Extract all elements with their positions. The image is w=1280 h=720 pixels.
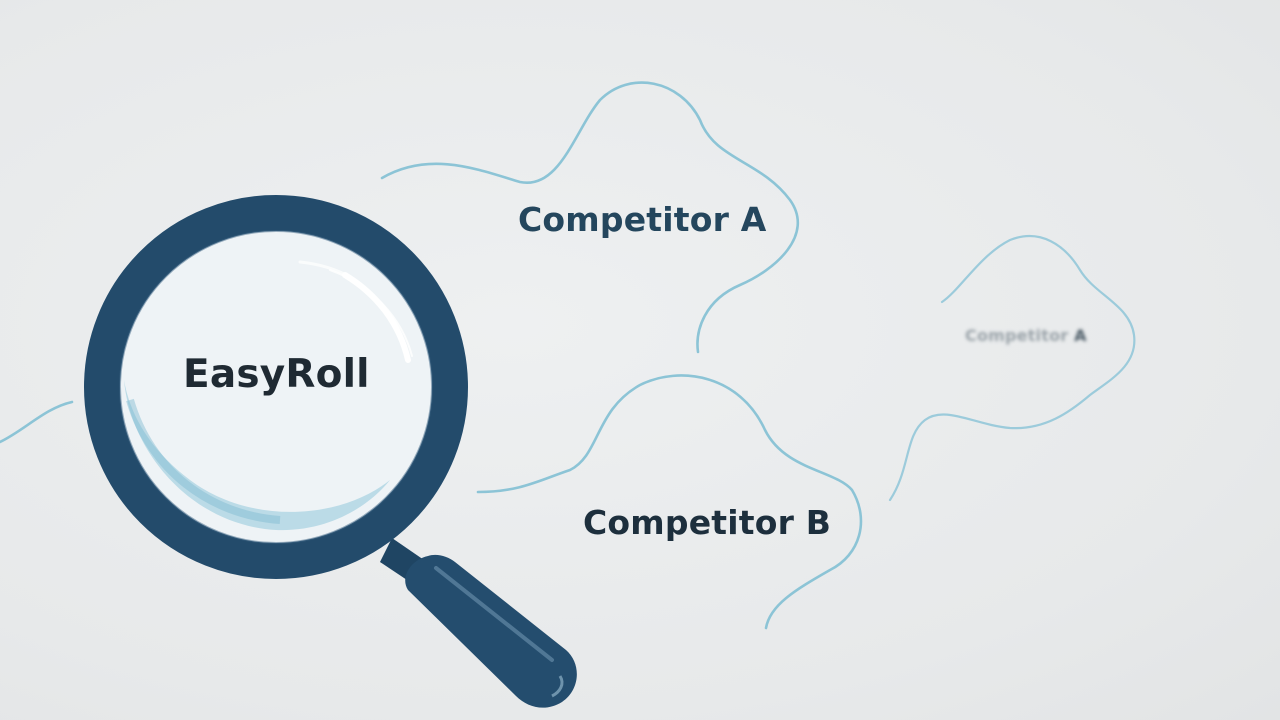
competitor-b-label: Competitor B	[583, 503, 832, 542]
magnifying-glass-icon	[84, 195, 577, 708]
wave-line-faded	[888, 235, 1136, 502]
competitor-faded-label-prefix: Competitor	[965, 326, 1075, 345]
easyroll-label: EasyRoll	[183, 352, 370, 397]
wave-line-competitor-b	[476, 374, 863, 630]
competitor-faded-label: Competitor A	[965, 326, 1087, 345]
wave-line-competitor-a	[380, 81, 799, 354]
competitor-faded-label-suffix: A	[1074, 326, 1087, 345]
competitor-a-label: Competitor A	[518, 200, 767, 239]
wave-line-left	[0, 400, 74, 444]
